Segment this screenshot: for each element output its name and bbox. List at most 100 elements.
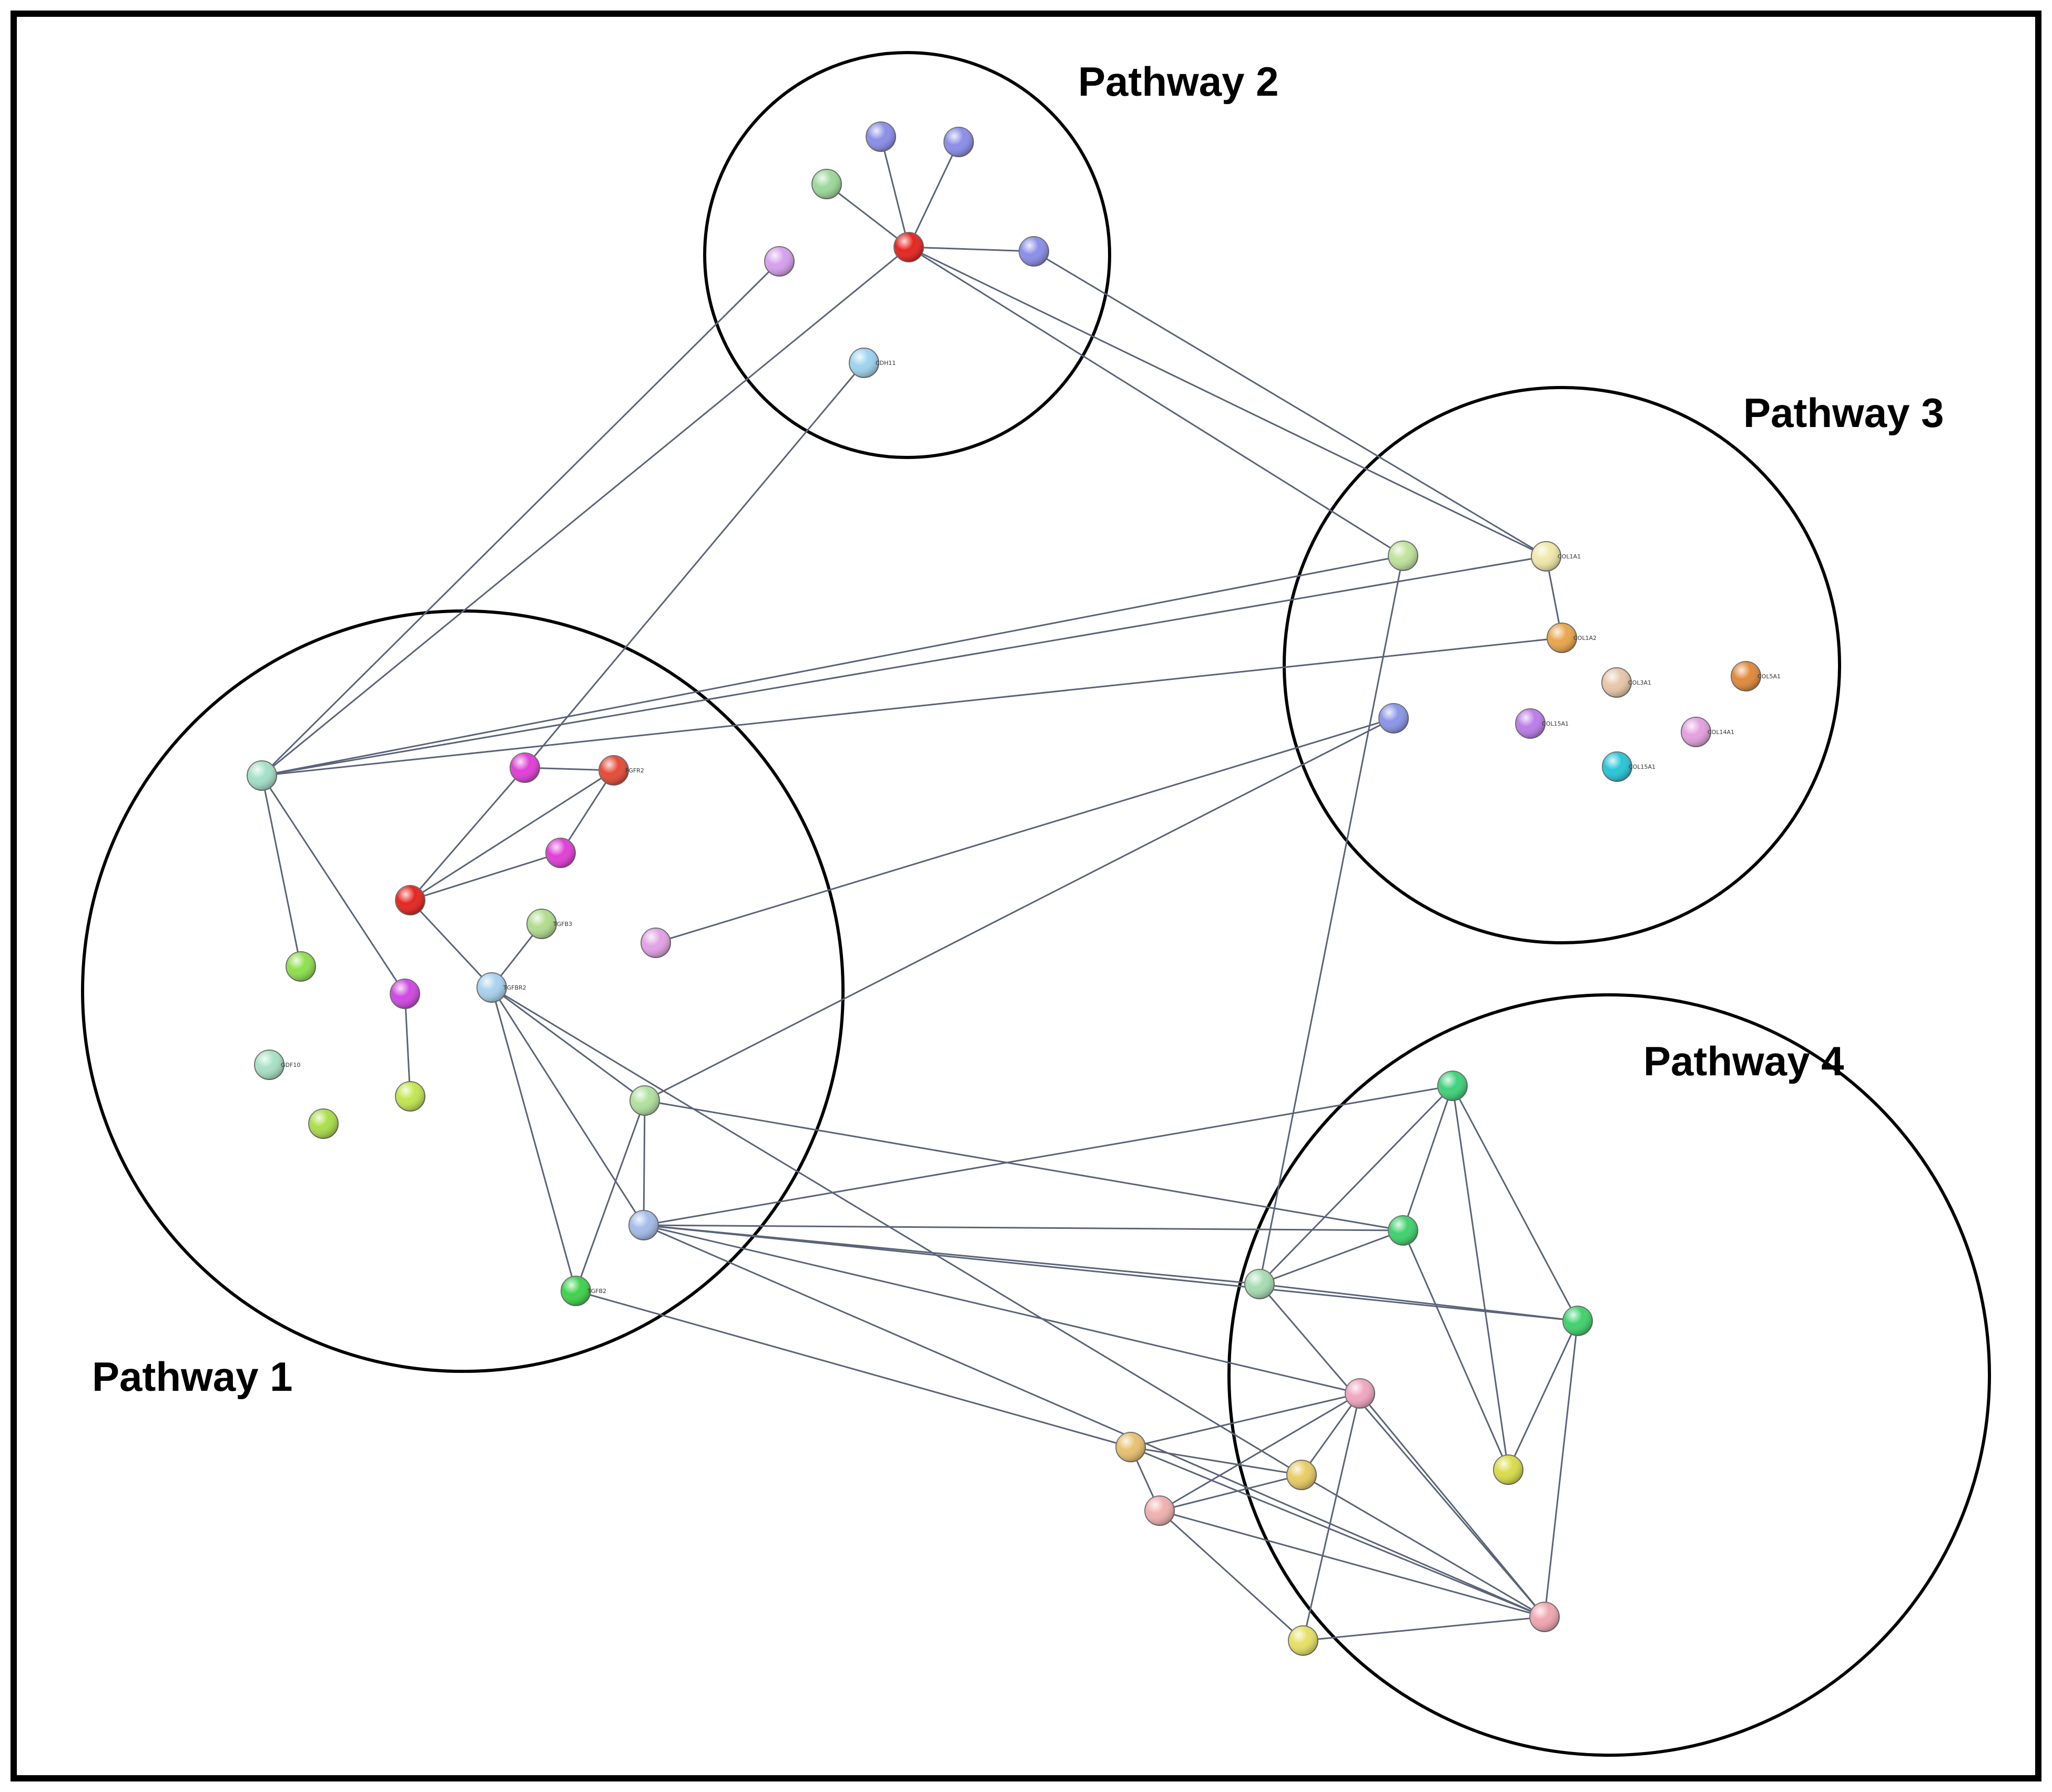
protein-node-gloss xyxy=(1531,542,1561,571)
protein-node-gloss xyxy=(641,928,671,958)
edge-N37-N39 xyxy=(1301,1393,1361,1475)
protein-node[interactable]: COL1A1 xyxy=(1531,541,1581,572)
protein-node[interactable] xyxy=(1288,1625,1318,1656)
edge-N30-N31 xyxy=(643,1100,646,1226)
protein-node[interactable] xyxy=(1493,1454,1523,1485)
protein-node[interactable] xyxy=(893,232,924,262)
protein-node[interactable]: COL5A1 xyxy=(1731,661,1781,691)
protein-node[interactable]: COL1A2 xyxy=(1547,623,1597,653)
protein-node-gloss xyxy=(1563,1306,1592,1336)
protein-node[interactable] xyxy=(395,885,425,915)
edge-N33-N34 xyxy=(1402,1085,1454,1231)
edge-N05-N09 xyxy=(1033,250,1547,557)
edge-N21-N24 xyxy=(409,899,493,989)
protein-node-gloss xyxy=(477,973,506,1002)
protein-node-gloss xyxy=(765,247,794,276)
protein-node[interactable] xyxy=(1115,1432,1146,1462)
protein-node-gloss xyxy=(1287,1460,1316,1490)
protein-node[interactable] xyxy=(510,752,540,783)
edge-N18-N21 xyxy=(409,767,526,901)
protein-node-gloss xyxy=(1602,752,1632,781)
protein-node[interactable] xyxy=(866,121,896,152)
edge-N24-N39 xyxy=(491,986,1302,1476)
protein-node-gloss xyxy=(1681,717,1711,747)
edge-N31-N43 xyxy=(643,1224,1545,1618)
protein-node[interactable] xyxy=(641,928,671,958)
edge-N07-N18 xyxy=(524,362,865,768)
protein-node-label: COL3A1 xyxy=(1628,679,1651,686)
edge-N08-N35 xyxy=(1258,555,1404,1285)
protein-node[interactable] xyxy=(628,1210,659,1240)
protein-node[interactable] xyxy=(1345,1378,1375,1409)
pathway-3-circle xyxy=(1283,386,1841,944)
protein-node-gloss xyxy=(1388,1216,1418,1245)
protein-node-gloss xyxy=(395,885,425,915)
protein-node-gloss xyxy=(629,1210,658,1240)
protein-node[interactable]: COL15A1 xyxy=(1515,708,1569,739)
protein-node[interactable] xyxy=(1437,1071,1468,1101)
protein-node-label: COL15A1 xyxy=(1542,720,1569,727)
protein-node-gloss xyxy=(309,1109,338,1138)
protein-node[interactable] xyxy=(1378,703,1409,734)
protein-node[interactable] xyxy=(1388,1215,1418,1246)
protein-node-gloss xyxy=(894,232,923,262)
protein-node[interactable] xyxy=(1244,1269,1275,1299)
protein-node[interactable]: COL15A1 xyxy=(1602,751,1655,782)
protein-node[interactable]: COL3A1 xyxy=(1601,667,1651,698)
protein-node[interactable] xyxy=(1529,1602,1560,1632)
protein-node[interactable] xyxy=(943,127,974,157)
protein-node-gloss xyxy=(1019,237,1049,266)
protein-node[interactable]: TGFB3 xyxy=(526,909,572,939)
edge-N31-N37 xyxy=(643,1224,1360,1394)
protein-node[interactable] xyxy=(1019,236,1049,267)
protein-node-label: TGFB2 xyxy=(587,1288,606,1295)
protein-node-gloss xyxy=(527,909,556,939)
edge-N19-N21 xyxy=(410,769,614,901)
protein-node-label: COL14A1 xyxy=(1708,729,1734,736)
protein-node[interactable]: GDF10 xyxy=(254,1050,300,1080)
protein-node[interactable] xyxy=(545,838,576,868)
edge-N37-N42 xyxy=(1302,1393,1361,1641)
edge-N04-N01 xyxy=(880,136,910,248)
edge-N37-N43 xyxy=(1359,1393,1546,1617)
protein-node-gloss xyxy=(1145,1496,1174,1525)
protein-node[interactable]: CDH11 xyxy=(849,348,896,378)
protein-node[interactable] xyxy=(1144,1495,1175,1526)
protein-node-gloss xyxy=(1530,1602,1559,1632)
edge-N17-N09 xyxy=(261,555,1547,777)
protein-node[interactable] xyxy=(1388,541,1418,571)
protein-node[interactable] xyxy=(1562,1306,1593,1336)
protein-node[interactable] xyxy=(390,979,420,1009)
protein-node-gloss xyxy=(944,127,973,157)
edge-N39-N43 xyxy=(1301,1474,1545,1618)
protein-node-gloss xyxy=(395,1082,425,1111)
edge-N04-N02 xyxy=(908,141,960,248)
protein-node-gloss xyxy=(630,1086,659,1115)
protein-node[interactable] xyxy=(247,760,277,791)
edge-N34-N35 xyxy=(1259,1229,1404,1285)
protein-node[interactable] xyxy=(764,246,795,277)
protein-node-label: CDH11 xyxy=(876,360,896,366)
protein-node[interactable] xyxy=(308,1108,339,1139)
protein-node-gloss xyxy=(1547,623,1577,653)
protein-node[interactable]: COL14A1 xyxy=(1681,717,1734,747)
protein-node[interactable]: TGFBR2 xyxy=(476,972,526,1003)
pathway-labels: Pathway 2 Pathway 3 Pathway 4 Pathway 1 xyxy=(92,58,1944,1400)
protein-node-gloss xyxy=(1245,1269,1274,1299)
protein-node[interactable] xyxy=(286,951,316,982)
edge-N04-N03 xyxy=(826,183,909,248)
edge-N31-N33 xyxy=(643,1085,1453,1226)
edge-N04-N05 xyxy=(908,246,1034,252)
protein-node[interactable] xyxy=(1286,1460,1317,1490)
edge-N35-N36 xyxy=(1259,1283,1578,1322)
edge-N33-N36 xyxy=(1451,1085,1579,1321)
edge-N38-N43 xyxy=(1130,1446,1545,1618)
protein-node[interactable] xyxy=(629,1085,660,1116)
protein-node[interactable] xyxy=(395,1081,425,1112)
protein-node[interactable]: TGFB2 xyxy=(561,1276,606,1306)
protein-node[interactable]: FGFR2 xyxy=(598,755,644,786)
protein-node[interactable] xyxy=(811,169,842,199)
edge-N21-N20 xyxy=(410,852,561,901)
edge-N04-N17 xyxy=(261,246,909,777)
protein-node-gloss xyxy=(390,979,420,1009)
